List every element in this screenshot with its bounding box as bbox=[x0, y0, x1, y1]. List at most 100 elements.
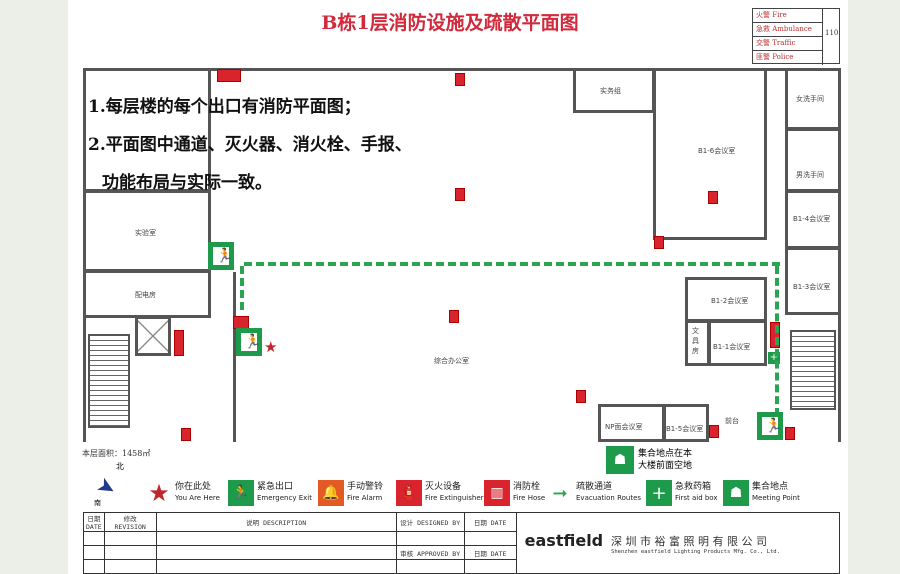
compass-north: 北 bbox=[116, 462, 124, 471]
room-b13 bbox=[785, 247, 841, 315]
notes: 1.每层楼的每个出口有消防平面图； 2.平面图中通道、灭火器、消火栓、手报、 功… bbox=[88, 88, 412, 202]
arrow-icon: ➞ bbox=[552, 482, 568, 504]
emergency-exit-icon: 🏃 bbox=[208, 242, 234, 270]
label-b11: B1-1会议室 bbox=[713, 343, 751, 351]
meeting-point-icon: ☗ bbox=[723, 480, 749, 506]
fire-hose-icon bbox=[181, 428, 191, 441]
legend-en: Evacuation Routes bbox=[576, 494, 642, 502]
fire-extinguisher-icon: 🧯 bbox=[396, 480, 422, 506]
legend-fire-hose: ▥消防栓 Fire Hose bbox=[484, 480, 545, 506]
label-men: 男洗手间 bbox=[796, 171, 824, 179]
legend-en: Fire Alarm bbox=[347, 494, 383, 502]
fire-hose-icon bbox=[174, 330, 184, 356]
col-designed: 设计 DESIGNED BY bbox=[395, 512, 465, 532]
label-b16: B1-6会议室 bbox=[698, 147, 736, 155]
assembly-note-line: 大楼前面空地 bbox=[638, 461, 693, 471]
meeting-point-icon: ☗ bbox=[606, 446, 634, 474]
label-b14: B1-4会议室 bbox=[793, 215, 831, 223]
label-reception: 前台 bbox=[725, 417, 739, 425]
label-office: 综合办公室 bbox=[434, 357, 469, 365]
fire-extinguisher-icon bbox=[654, 236, 664, 249]
room-b15 bbox=[663, 404, 709, 442]
label-finance: 实务组 bbox=[600, 87, 621, 95]
you-are-here-star-icon: ★ bbox=[264, 338, 278, 356]
fire-extinguisher-icon bbox=[576, 390, 586, 403]
legend-cn: 紧急出口 bbox=[257, 482, 294, 492]
legend-you-are-here: ★ 你在此处 You Are Here bbox=[146, 479, 220, 507]
company-block: eastfield 深 圳 市 裕 富 照 明 有 限 公 司 Shenzhen… bbox=[515, 512, 841, 574]
company-cn: 深 圳 市 裕 富 照 明 有 限 公 司 bbox=[611, 535, 768, 548]
label-stationery: 文具房 bbox=[692, 327, 699, 355]
legend-en: Fire Hose bbox=[513, 494, 546, 502]
company-en: Shenzhen eastfield Lighting Products Mfg… bbox=[611, 549, 780, 555]
label-b15: B1-5会议室 bbox=[666, 425, 704, 433]
col-description: 说明 DESCRIPTION bbox=[155, 512, 397, 532]
room-b11 bbox=[708, 320, 767, 366]
emergency-fire: 火警 Fire bbox=[753, 9, 823, 23]
legend-fire-extinguisher: 🧯灭火设备 Fire Extinguisher bbox=[396, 480, 484, 506]
fire-extinguisher-icon bbox=[785, 427, 795, 440]
legend-cn: 手动警铃 bbox=[347, 482, 384, 492]
label-np: NP面会议室 bbox=[605, 423, 643, 431]
fire-extinguisher-icon bbox=[708, 191, 718, 204]
assembly-note: 集合地点在本 大楼前面空地 bbox=[638, 448, 692, 472]
emergency-exit-icon: 🏃 bbox=[757, 412, 783, 440]
col-date2: 日期 DATE bbox=[463, 512, 517, 532]
emergency-number: 110 bbox=[825, 29, 839, 37]
room-men bbox=[785, 128, 841, 192]
legend-evacuation-routes: ➞ 疏散通道 Evacuation Routes bbox=[547, 480, 641, 506]
legend-cn: 疏散通道 bbox=[576, 482, 613, 492]
elevator bbox=[135, 316, 171, 356]
col-date: 日期 DATE bbox=[83, 512, 105, 532]
fire-hose-icon bbox=[709, 425, 719, 438]
first-aid-icon: + bbox=[646, 480, 672, 506]
legend-en: Meeting Point bbox=[752, 494, 800, 502]
col-date3: 日期 DATE bbox=[463, 545, 517, 560]
label-women: 女洗手间 bbox=[796, 95, 824, 103]
note-3: 功能布局与实际一致。 bbox=[102, 173, 272, 193]
stairs-right bbox=[790, 330, 836, 410]
plan-title: B栋1层消防设施及疏散平面图 bbox=[321, 12, 579, 34]
legend-cn: 消防栓 bbox=[513, 482, 541, 492]
legend-cn: 你在此处 bbox=[175, 482, 212, 492]
emergency-numbers-box: 火警 Fire 急救 Ambulance 交警 Traffic 匪警 Polic… bbox=[752, 8, 840, 65]
legend-emergency-exit: 🏃紧急出口 Emergency Exit bbox=[228, 480, 312, 506]
legend-en: Fire Extinguisher bbox=[425, 494, 484, 502]
col-revision: 修改 REVISION bbox=[103, 512, 157, 532]
emergency-police: 匪警 Police bbox=[753, 51, 823, 65]
label-lab: 实验室 bbox=[135, 229, 156, 237]
note-2: 2.平面图中通道、灭火器、消火栓、手报、 bbox=[88, 135, 412, 155]
label-power: 配电房 bbox=[135, 291, 156, 299]
fire-hose-icon bbox=[455, 73, 465, 86]
evacuation-route bbox=[775, 266, 779, 416]
fire-extinguisher-icon bbox=[449, 310, 459, 323]
legend-cn: 集合地点 bbox=[752, 482, 789, 492]
legend-en: First aid box bbox=[675, 494, 718, 502]
room-b16 bbox=[653, 68, 767, 240]
assembly-note-line: 集合地点在本 bbox=[638, 449, 693, 459]
legend-en: Emergency Exit bbox=[257, 494, 312, 502]
star-icon: ★ bbox=[148, 479, 170, 507]
title-block: 日期 DATE 修改 REVISION 说明 DESCRIPTION 设计 DE… bbox=[83, 512, 841, 574]
col-approved: 审核 APPROVED BY bbox=[395, 545, 465, 560]
emergency-ambulance: 急救 Ambulance bbox=[753, 23, 823, 37]
emergency-exit-icon: 🏃 bbox=[236, 328, 262, 356]
emergency-traffic: 交警 Traffic bbox=[753, 37, 823, 51]
fire-alarm-icon: 🔔 bbox=[318, 480, 344, 506]
legend-cn: 急救药箱 bbox=[675, 482, 712, 492]
floor-area: 本层面积：1458㎡ bbox=[82, 449, 151, 458]
label-b12: B1-2会议室 bbox=[711, 297, 749, 305]
fire-hose-icon bbox=[217, 69, 241, 82]
fire-hose-icon: ▥ bbox=[484, 480, 510, 506]
note-1: 1.每层楼的每个出口有消防平面图； bbox=[88, 97, 361, 117]
legend-en: You Are Here bbox=[175, 494, 220, 502]
inner-wall bbox=[233, 272, 236, 442]
fire-extinguisher-icon bbox=[455, 188, 465, 201]
stairs-left bbox=[88, 334, 130, 428]
floor-plan-sheet bbox=[68, 0, 848, 574]
exit-icon: 🏃 bbox=[228, 480, 254, 506]
evacuation-route bbox=[240, 266, 244, 310]
compass-south: 南 bbox=[94, 499, 101, 507]
legend-first-aid: +急救药箱 First aid box bbox=[646, 480, 718, 506]
legend-cn: 灭火设备 bbox=[425, 482, 462, 492]
